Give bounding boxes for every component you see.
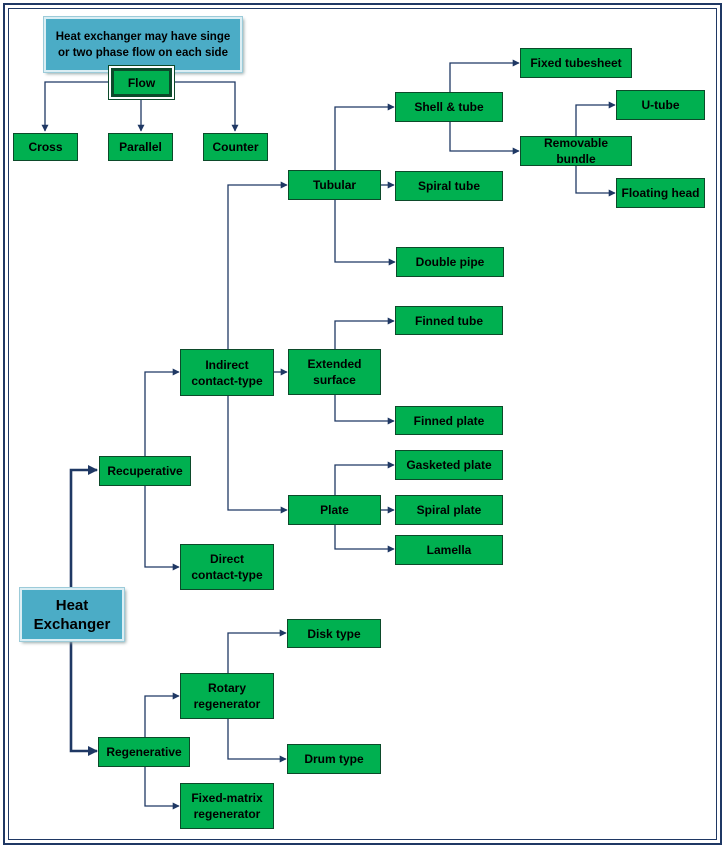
node-fixed-matrix-regenerator: Fixed-matrix regenerator — [180, 783, 274, 829]
node-disk-type: Disk type — [287, 619, 381, 648]
flow-node: Flow — [108, 65, 175, 100]
connector-removable-utube — [575, 101, 616, 136]
node-extended-surface: Extended surface — [288, 349, 381, 395]
node-shell-and-tube: Shell & tube — [395, 92, 503, 122]
connector-plate-lamella — [334, 525, 395, 553]
node-removable-bundle: Removable bundle — [520, 136, 632, 166]
inner-frame — [8, 8, 717, 840]
node-finned-tube: Finned tube — [395, 306, 503, 335]
connector-tubular-double — [334, 200, 396, 266]
node-spiral-plate: Spiral plate — [395, 495, 503, 525]
node-u-tube: U-tube — [616, 90, 705, 120]
outer-frame — [3, 3, 722, 845]
connector-indirect-plate — [227, 396, 288, 514]
flow-type-parallel: Parallel — [108, 133, 173, 161]
node-indirect-contact: Indirect contact-type — [180, 349, 274, 396]
root-heat-exchanger: Heat Exchanger — [20, 588, 124, 641]
connector-root-regenerative — [69, 642, 98, 756]
node-plate: Plate — [288, 495, 381, 525]
flow-type-cross: Cross — [13, 133, 78, 161]
connector-rotary-disk — [227, 629, 287, 673]
node-drum-type: Drum type — [287, 744, 381, 774]
connector-root-recuperative — [69, 465, 98, 587]
connector-flow-cross — [41, 81, 109, 132]
node-fixed-tubesheet: Fixed tubesheet — [520, 48, 632, 78]
node-floating-head: Floating head — [616, 178, 705, 208]
node-spiral-tube: Spiral tube — [395, 171, 503, 201]
node-rotary-regenerator: Rotary regenerator — [180, 673, 274, 719]
node-recuperative: Recuperative — [99, 456, 191, 486]
node-gasketed-plate: Gasketed plate — [395, 450, 503, 480]
connector-extended-finned-tube — [334, 317, 395, 349]
connector-extended-finned-plate — [334, 395, 395, 425]
flow-type-counter: Counter — [203, 133, 268, 161]
connector-plate-gasketed — [334, 461, 395, 495]
node-regenerative: Regenerative — [98, 737, 190, 767]
connector-shell-removable — [449, 122, 520, 155]
node-tubular: Tubular — [288, 170, 381, 200]
node-finned-plate: Finned plate — [395, 406, 503, 435]
node-double-pipe: Double pipe — [396, 247, 504, 277]
connector-removable-floating — [575, 166, 616, 197]
connector-recuperative-direct — [144, 486, 180, 571]
node-lamella: Lamella — [395, 535, 503, 565]
connector-tubular-shell — [334, 103, 395, 170]
connector-regenerative-fixed — [144, 767, 180, 810]
connector-indirect-tubular — [227, 181, 288, 349]
connector-regenerative-rotary — [144, 692, 180, 737]
connector-rotary-drum — [227, 719, 287, 763]
connector-shell-fixed — [449, 59, 520, 92]
connector-flow-counter — [174, 81, 239, 132]
node-direct-contact: Direct contact-type — [180, 544, 274, 590]
flow-note: Heat exchanger may have singe or two pha… — [44, 17, 242, 72]
connector-recuperative-indirect — [144, 368, 180, 456]
